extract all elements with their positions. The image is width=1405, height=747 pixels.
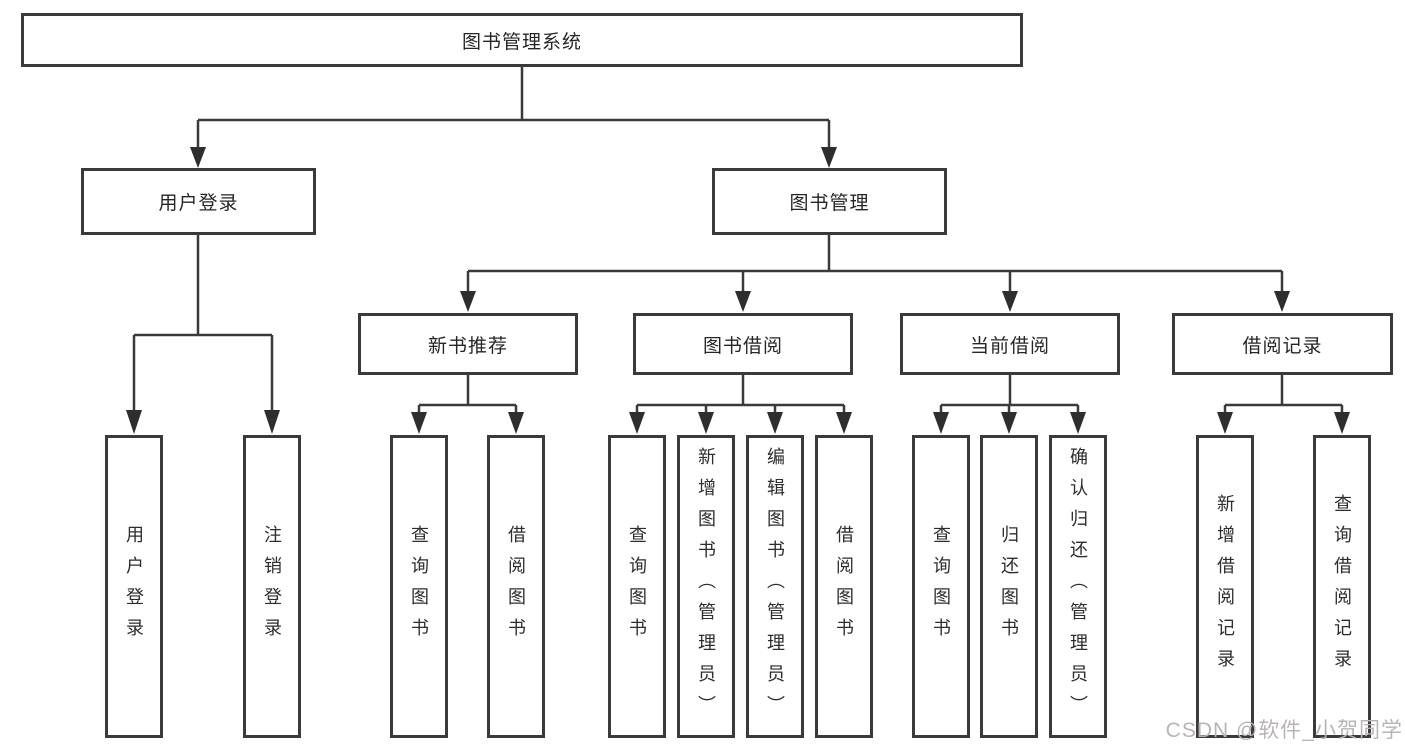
connector-book-mgmt-children bbox=[466, 235, 1284, 292]
arrow-down-icon bbox=[508, 412, 524, 434]
node-label: 图书管理 bbox=[789, 193, 870, 214]
arrow-down-icon bbox=[735, 291, 751, 312]
leaf-label: 注销登录 bbox=[262, 524, 282, 649]
node-label: 图书管理系统 bbox=[461, 31, 582, 53]
arrowheads bbox=[126, 147, 1350, 434]
node-label: 新书推荐 bbox=[427, 335, 508, 357]
leaf-logout: 注销登录 bbox=[243, 435, 301, 738]
leaf-label: 查询图书 bbox=[409, 524, 429, 649]
connector-current-borrow-children bbox=[939, 375, 1080, 413]
leaf-label: 用户登录 bbox=[124, 524, 144, 649]
leaf-label: 查询图书 bbox=[931, 524, 951, 649]
leaf-label: 借阅图书 bbox=[834, 524, 854, 649]
leaf-return-books: 归还图书 bbox=[980, 435, 1038, 738]
leaf-query-books-1: 查询图书 bbox=[390, 435, 448, 738]
arrow-down-icon bbox=[1002, 291, 1018, 312]
arrow-down-icon bbox=[126, 410, 142, 434]
arrow-down-icon bbox=[460, 291, 476, 312]
node-current-borrow: 当前借阅 bbox=[900, 313, 1120, 375]
node-label: 当前借阅 bbox=[969, 335, 1050, 357]
leaf-add-books-admin: 新增图书（管理员） bbox=[677, 435, 735, 738]
leaf-user-login: 用户登录 bbox=[105, 435, 163, 738]
leaf-query-books-3: 查询图书 bbox=[912, 435, 970, 738]
arrow-down-icon bbox=[1001, 412, 1017, 434]
watermark: CSDN @软件_小贺同学 bbox=[1165, 719, 1403, 742]
node-borrow-records: 借阅记录 bbox=[1172, 313, 1393, 375]
leaf-label: 新增图书（管理员） bbox=[696, 447, 716, 726]
node-user-login: 用户登录 bbox=[81, 168, 316, 235]
leaf-label: 查询借阅记录 bbox=[1332, 493, 1352, 680]
arrow-down-icon bbox=[1334, 412, 1350, 434]
connector-new-book-children bbox=[417, 375, 518, 413]
arrow-down-icon bbox=[629, 412, 645, 434]
leaf-query-borrow-record: 查询借阅记录 bbox=[1313, 435, 1371, 738]
arrow-down-icon bbox=[1070, 412, 1086, 434]
leaf-confirm-return-admin: 确认归还（管理员） bbox=[1049, 435, 1107, 738]
leaf-label: 确认归还（管理员） bbox=[1068, 447, 1088, 726]
connector-user-login-children bbox=[132, 235, 274, 412]
leaf-borrow-books-1: 借阅图书 bbox=[487, 435, 545, 738]
node-root-library-management-system: 图书管理系统 bbox=[21, 13, 1023, 67]
arrow-down-icon bbox=[767, 412, 783, 434]
leaf-add-borrow-record: 新增借阅记录 bbox=[1196, 435, 1254, 738]
node-label: 借阅记录 bbox=[1242, 335, 1323, 357]
node-book-management: 图书管理 bbox=[712, 168, 947, 235]
arrow-down-icon bbox=[933, 412, 949, 434]
arrow-down-icon bbox=[1274, 291, 1290, 312]
arrow-down-icon bbox=[821, 147, 837, 168]
node-new-book-recommend: 新书推荐 bbox=[358, 313, 578, 375]
arrow-down-icon bbox=[190, 147, 206, 168]
connector-borrow-records-children bbox=[1223, 375, 1344, 413]
leaf-query-books-2: 查询图书 bbox=[608, 435, 666, 738]
leaf-label: 新增借阅记录 bbox=[1215, 493, 1235, 680]
arrow-down-icon bbox=[411, 412, 427, 434]
connector-book-borrow-children bbox=[635, 375, 846, 413]
leaf-label: 编辑图书（管理员） bbox=[765, 447, 785, 726]
leaf-edit-books-admin: 编辑图书（管理员） bbox=[746, 435, 804, 738]
arrow-down-icon bbox=[1217, 412, 1233, 434]
node-book-borrow: 图书借阅 bbox=[633, 313, 853, 375]
node-label: 图书借阅 bbox=[702, 335, 783, 357]
leaf-label: 归还图书 bbox=[999, 524, 1019, 649]
node-label: 用户登录 bbox=[158, 193, 239, 214]
arrow-down-icon bbox=[836, 412, 852, 434]
leaf-borrow-books-2: 借阅图书 bbox=[815, 435, 873, 738]
leaf-label: 查询图书 bbox=[627, 524, 647, 649]
arrow-down-icon bbox=[698, 412, 714, 434]
leaf-label: 借阅图书 bbox=[506, 524, 526, 649]
connector-root-to-level2 bbox=[196, 67, 831, 149]
arrow-down-icon bbox=[264, 410, 280, 434]
